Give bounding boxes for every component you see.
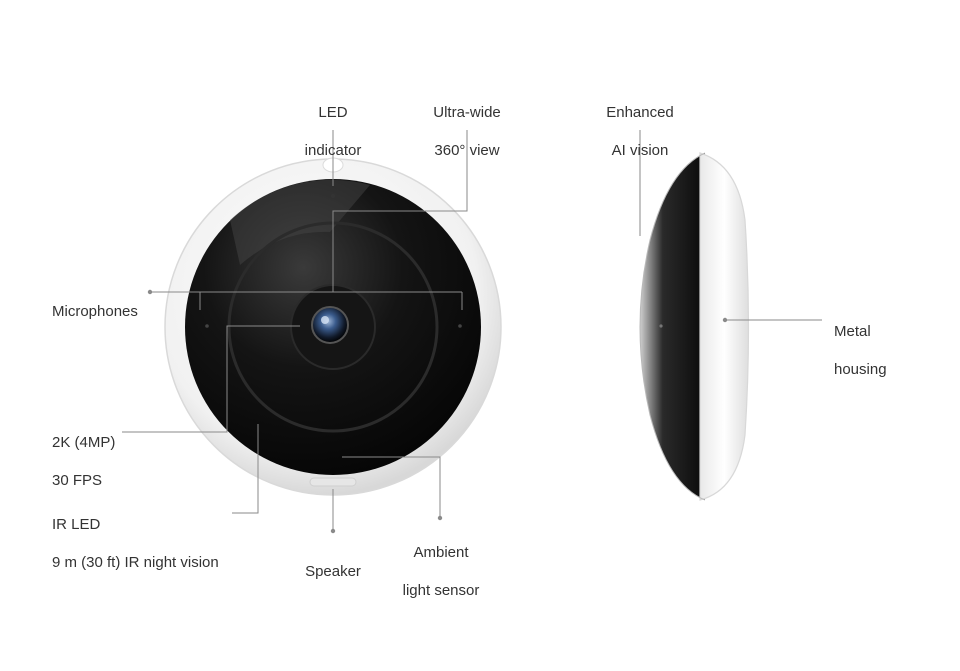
lens-glint: [321, 316, 329, 324]
callout-text-line: AI vision: [611, 142, 669, 159]
leader-microphones: [150, 291, 463, 310]
callout-enhanced-ai: Enhanced AI vision: [606, 84, 674, 179]
led-dot: [330, 193, 336, 199]
dome-reflection: [230, 179, 370, 265]
callout-text-line: Speaker: [305, 563, 361, 580]
side-led-dot: [659, 324, 663, 328]
callout-text-line: LED: [318, 104, 348, 121]
camera-side-view: [639, 152, 750, 501]
leader-endpoints: [147, 289, 728, 534]
callout-speaker: Speaker: [305, 543, 361, 600]
callout-text-line: 360° view: [434, 142, 500, 159]
callout-resolution: 2K (4MP) 30 FPS: [52, 414, 115, 509]
callout-ultra-wide: Ultra-wide 360° view: [433, 84, 501, 179]
side-dome-edge: [639, 152, 706, 501]
callout-text-line: 9 m (30 ft) IR night vision: [52, 554, 219, 571]
callout-ir-led: IR LED 9 m (30 ft) IR night vision: [52, 496, 219, 591]
callout-text-line: housing: [834, 361, 887, 378]
callout-text-line: 30 FPS: [52, 472, 103, 489]
callout-text-line: Ultra-wide: [433, 104, 501, 121]
speaker-grille: [309, 477, 357, 487]
callout-text-line: Ambient: [413, 544, 469, 561]
callout-text-line: IR LED: [52, 516, 101, 533]
mic-dot-right: [458, 324, 462, 328]
callout-ambient-light: Ambient light sensor: [403, 524, 480, 619]
leader-ultra-wide: [332, 130, 468, 292]
mic-dot-left: [205, 324, 209, 328]
callout-text-line: Enhanced: [606, 104, 674, 121]
callout-text-line: Metal: [834, 323, 871, 340]
lens-icon: [311, 306, 349, 344]
leader-ambient: [342, 456, 441, 518]
leader-lines: [122, 130, 822, 531]
leader-ir-led: [232, 424, 259, 514]
side-dome: [640, 153, 705, 500]
leader-resolution: [122, 325, 300, 433]
callout-microphones: Microphones: [52, 283, 138, 340]
callout-text-line: light sensor: [402, 582, 480, 599]
side-housing: [699, 152, 750, 501]
camera-front-view: [164, 157, 502, 496]
callout-led-indicator: LED indicator: [305, 84, 362, 179]
callout-text-line: 2K (4MP): [52, 434, 116, 451]
callout-text-line: indicator: [304, 142, 362, 159]
callout-text-line: Microphones: [52, 303, 138, 320]
callout-metal-housing: Metal housing: [834, 303, 887, 398]
